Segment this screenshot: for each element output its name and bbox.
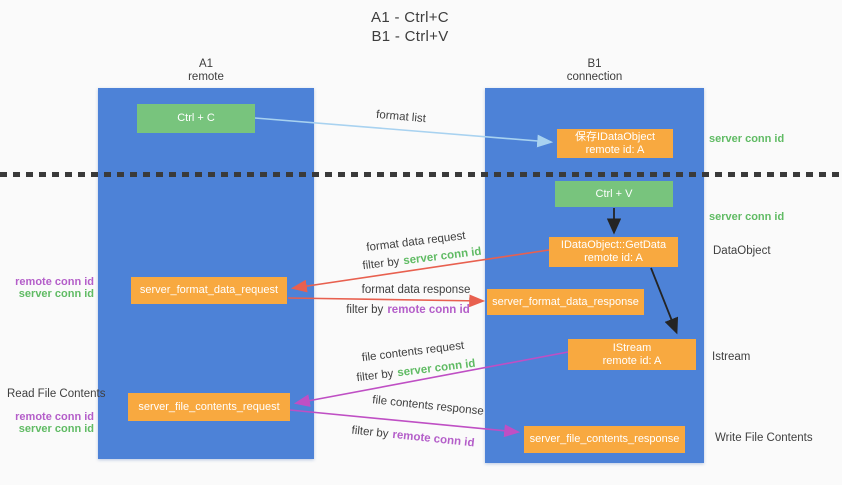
- node-save-idataobject-line1: 保存IDataObject: [574, 130, 656, 143]
- arrow-file-contents-request: [293, 351, 569, 407]
- label-server-conn-id-left: server conn id: [18, 422, 94, 435]
- label-remote-conn-id-left: remote conn id: [15, 276, 94, 288]
- node-istream: IStream remote id: A: [568, 339, 696, 370]
- label-server-conn-id-left: server conn id: [18, 287, 94, 300]
- label-dataobject: DataObject: [713, 245, 771, 257]
- node-server-file-contents-response-label: server_file_contents_response: [529, 433, 680, 445]
- node-idataobject-getdata: IDataObject::GetData remote id: A: [549, 237, 678, 267]
- lifeline-b1-name: B1: [587, 58, 602, 70]
- label-format-data-response: format data response: [361, 284, 471, 296]
- node-server-file-contents-request-label: server_file_contents_request: [138, 400, 280, 413]
- arrow-format-list: [254, 117, 554, 148]
- label-remote-conn-id-text: remote conn id: [387, 304, 470, 316]
- node-ctrl-v-label: Ctrl + V: [595, 187, 633, 200]
- node-ctrl-c-label: Ctrl + C: [177, 112, 215, 124]
- lifeline-header-a1: A1 remote: [98, 58, 314, 84]
- session-divider-dotted-line: [0, 172, 842, 177]
- label-remote-conn-id-left: remote conn id: [15, 411, 94, 423]
- lifeline-a1-name: A1: [198, 58, 214, 70]
- arrow-getdata-to-istream: [650, 267, 679, 335]
- title-line-2: B1 - Ctrl+V: [371, 28, 449, 45]
- node-idataobject-getdata-line2: remote id: A: [584, 252, 643, 264]
- label-istream: Istream: [712, 351, 751, 363]
- node-istream-line1: IStream: [612, 341, 652, 354]
- label-conn-ids-left-2: remote conn id server conn id: [0, 411, 94, 435]
- node-idataobject-getdata-line1: IDataObject::GetData: [560, 239, 667, 251]
- title-line-1: A1 - Ctrl+C: [371, 9, 449, 26]
- label-server-conn-id-right-1: server conn id: [709, 133, 785, 145]
- label-write-file-contents: Write File Contents: [715, 432, 813, 444]
- label-filter-by-text: filter by: [346, 304, 384, 316]
- node-server-format-data-request: server_format_data_request: [131, 277, 287, 304]
- lifeline-b1-subtitle: connection: [566, 71, 623, 83]
- label-server-conn-id-right-2: server conn id: [709, 211, 785, 223]
- arrow-file-contents-response: [289, 409, 521, 438]
- node-server-format-data-response: server_format_data_response: [487, 289, 644, 315]
- node-save-idataobject-line2: remote id: A: [585, 143, 645, 156]
- arrow-format-data-response: [287, 294, 486, 308]
- lifeline-a1-subtitle: remote: [188, 71, 224, 83]
- node-server-format-data-request-label: server_format_data_request: [139, 284, 279, 296]
- node-ctrl-v: Ctrl + V: [555, 181, 673, 207]
- lifeline-header-b1: B1 connection: [485, 58, 704, 84]
- node-istream-line2: remote id: A: [602, 354, 662, 367]
- arrow-format-data-request: [290, 249, 550, 293]
- node-server-file-contents-response: server_file_contents_response: [524, 426, 685, 453]
- node-server-format-data-response-label: server_format_data_response: [492, 295, 639, 308]
- node-server-file-contents-request: server_file_contents_request: [128, 393, 290, 421]
- label-conn-ids-left-1: remote conn id server conn id: [0, 276, 94, 300]
- node-save-idataobject: 保存IDataObject remote id: A: [557, 129, 673, 158]
- label-read-file-contents: Read File Contents: [7, 388, 106, 400]
- node-ctrl-c: Ctrl + C: [137, 104, 255, 133]
- diagram-title: A1 - Ctrl+C B1 - Ctrl+V: [310, 8, 510, 46]
